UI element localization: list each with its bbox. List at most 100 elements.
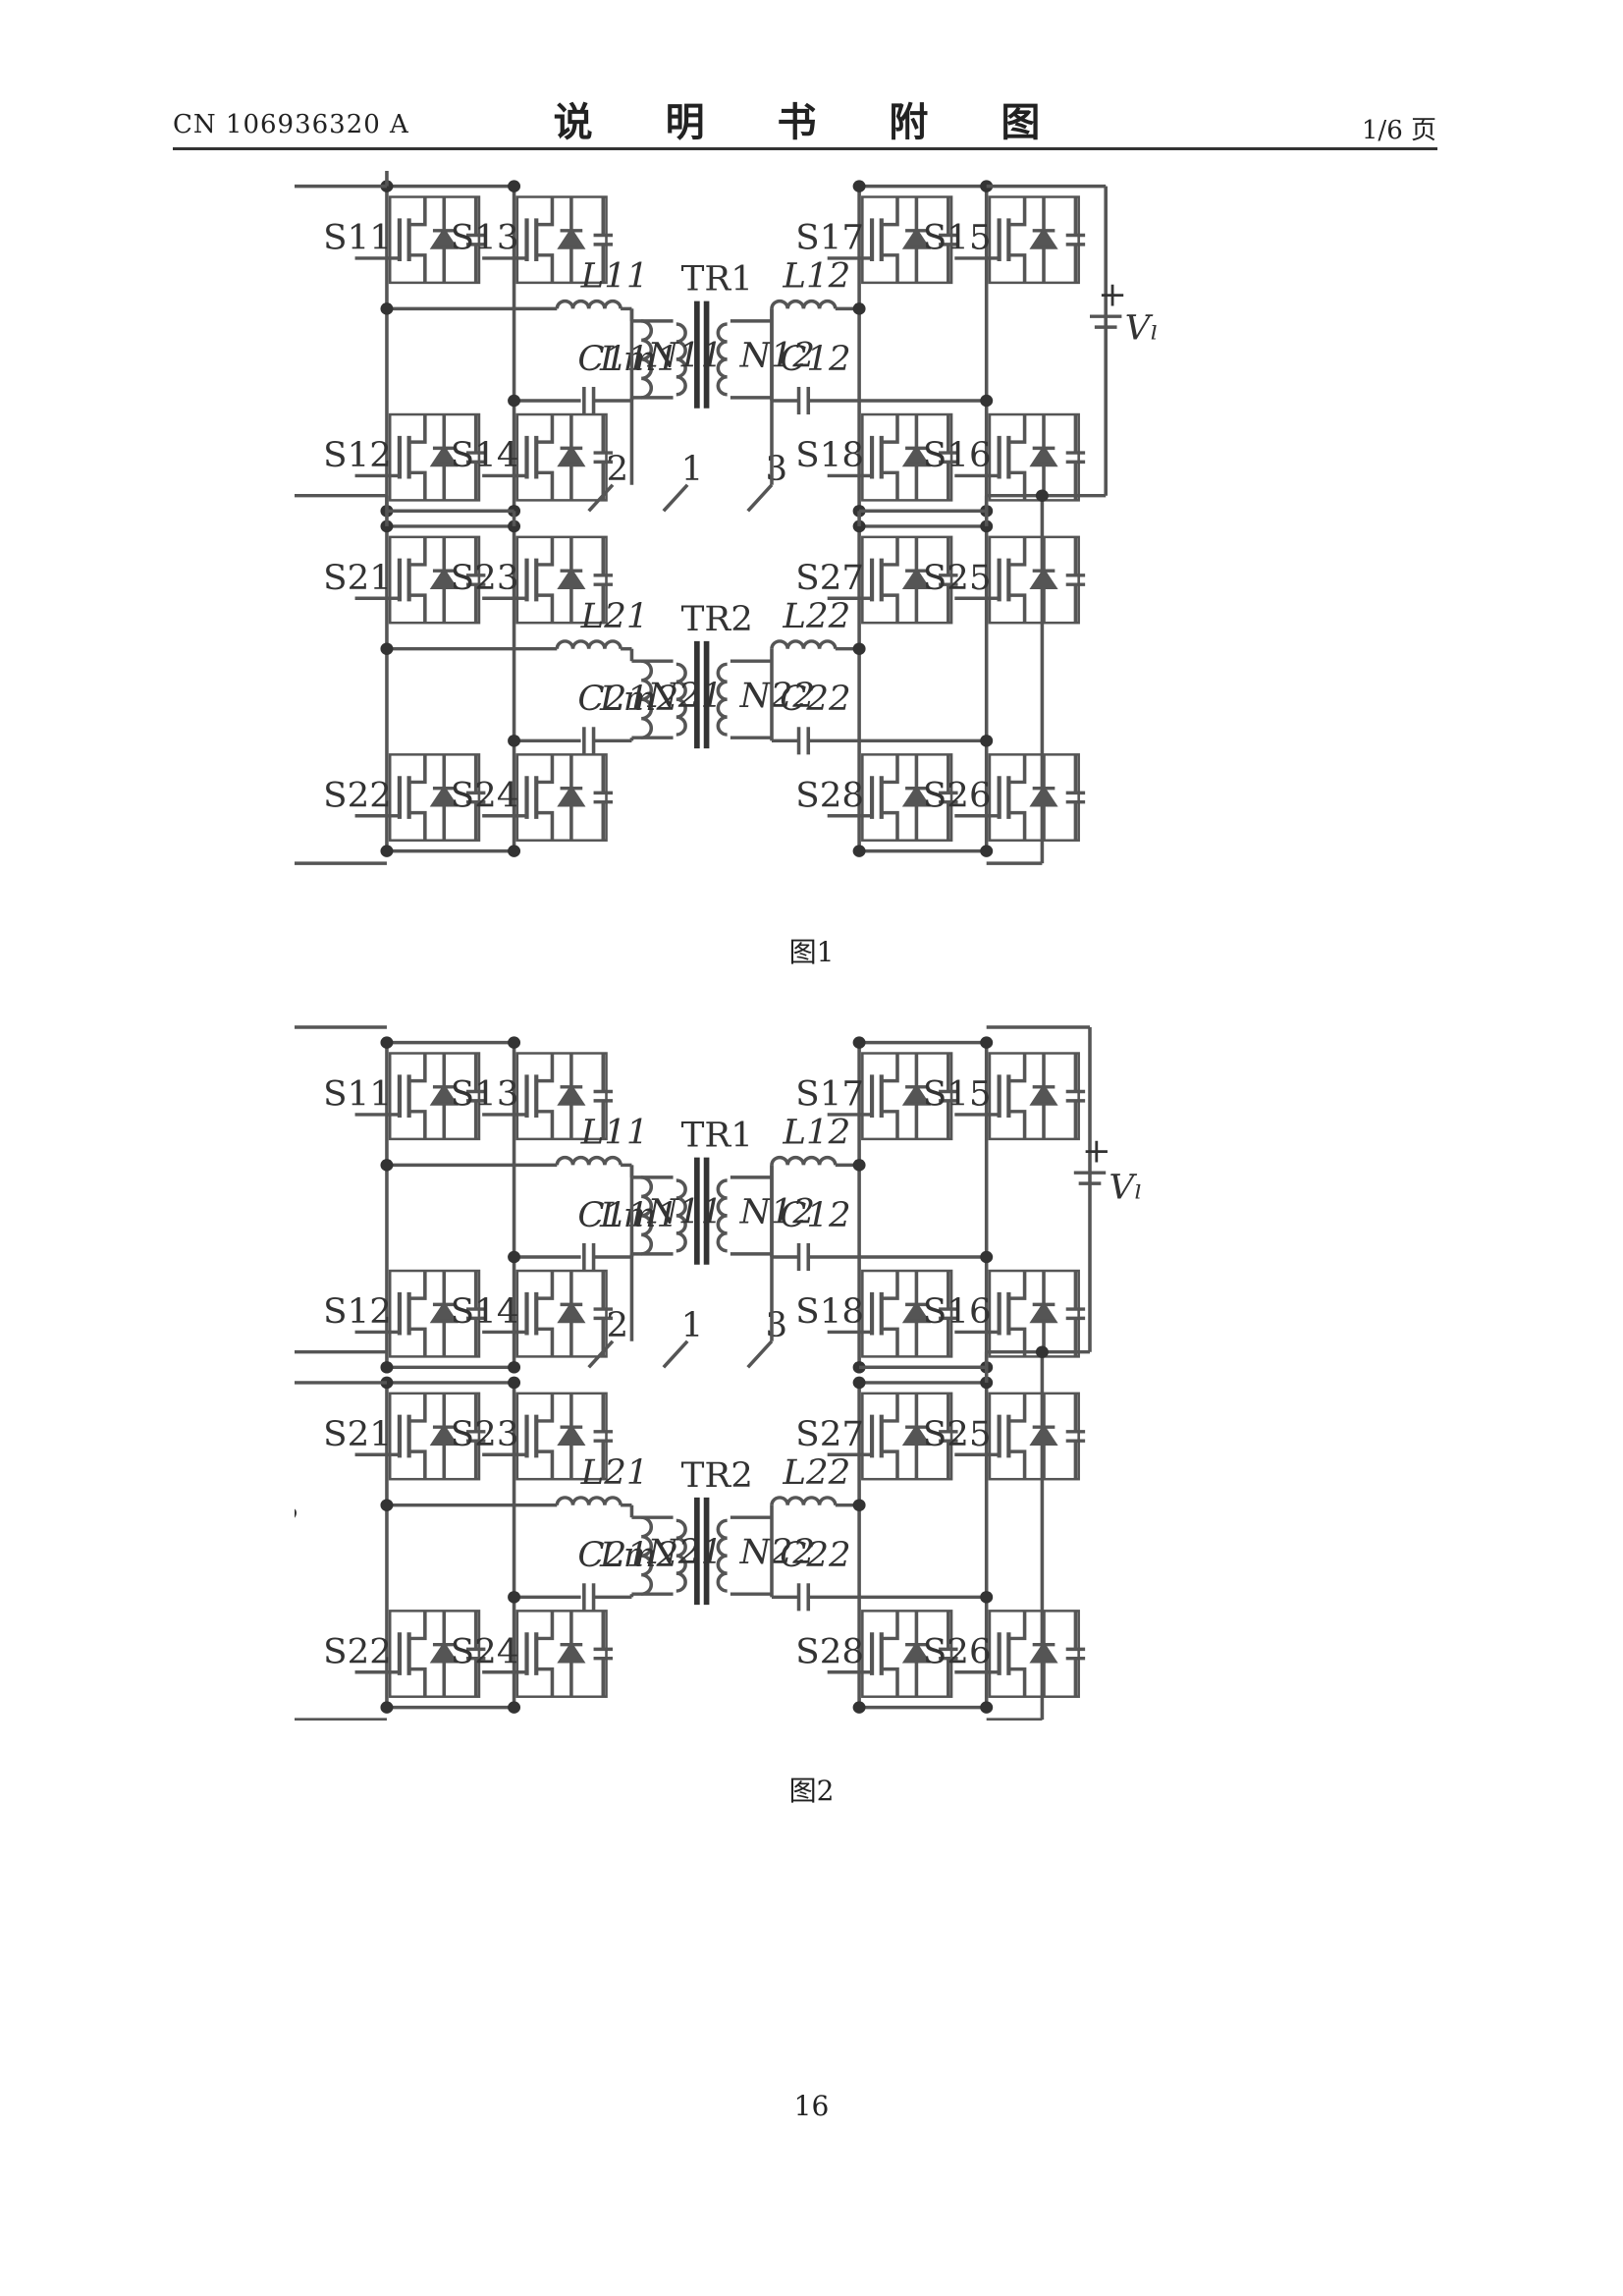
switch-label: S27	[795, 559, 864, 597]
switch-label: S13	[451, 1075, 519, 1114]
mosfet-switch	[354, 535, 486, 625]
junction-dot	[380, 1036, 394, 1049]
mosfet-switch	[354, 1392, 486, 1481]
load-plus: +	[1082, 1132, 1111, 1171]
mosfet-switch	[354, 195, 486, 285]
patent-number: CN 106936320 A	[173, 110, 409, 139]
callout-3: 3	[766, 451, 788, 489]
junction-dot	[508, 180, 521, 192]
winding-label: N12	[739, 1193, 816, 1231]
junction-dot	[508, 1361, 521, 1374]
mosfet-switch	[827, 1392, 958, 1481]
capacitor-label: C21	[577, 681, 649, 719]
inductor	[555, 1496, 622, 1505]
junction-dot	[508, 394, 521, 408]
inductor-label: L21	[580, 1453, 649, 1492]
switch-label: S15	[923, 219, 992, 257]
junction-dot	[380, 1376, 394, 1390]
section-title: 说 明 书 附 图	[553, 99, 1070, 145]
capacitor-label: C22	[780, 681, 851, 719]
switch-label: S24	[451, 1633, 519, 1671]
page-fraction: 1/6 页	[1361, 116, 1436, 145]
mosfet-switch	[482, 753, 614, 842]
capacitor-c1-label: C1	[295, 1135, 299, 1174]
page-number: 16	[793, 2090, 830, 2122]
winding	[716, 1518, 728, 1593]
junction-dot	[852, 1036, 866, 1049]
winding-label: N21	[647, 1534, 724, 1572]
mosfet-switch	[354, 1052, 486, 1141]
inductor-label: L12	[782, 257, 850, 296]
magnetizing-inductor-label: Lm1	[599, 1196, 678, 1234]
junction-dot	[508, 845, 521, 857]
inductor-label: L11	[580, 1114, 649, 1152]
switch-label: S13	[451, 219, 519, 257]
junction-dot	[980, 394, 994, 408]
transformer-label: TR1	[681, 1117, 753, 1155]
load-plus: +	[1098, 276, 1127, 314]
capacitor-label: C12	[780, 1196, 851, 1234]
switch-label: S27	[795, 1415, 864, 1453]
junction-dot	[508, 1591, 521, 1604]
callout-1: 1	[681, 451, 704, 489]
mosfet-switch	[827, 1269, 958, 1358]
inductor	[770, 1496, 838, 1505]
inductor-label: L22	[782, 1453, 850, 1492]
inductor-label: L22	[782, 597, 850, 635]
winding	[716, 1178, 728, 1253]
junction-dot	[508, 1701, 521, 1714]
inductor	[770, 1155, 838, 1166]
winding-label: N22	[739, 678, 816, 716]
junction-dot	[852, 845, 866, 857]
callout-2: 2	[607, 451, 629, 489]
mosfet-switch	[354, 753, 486, 842]
junction-dot	[852, 1376, 866, 1390]
junction-dot	[380, 1361, 394, 1374]
inductor	[770, 639, 838, 649]
switch-label: S17	[795, 1075, 864, 1114]
junction-dot	[1035, 489, 1049, 502]
callout-1: 1	[681, 1307, 704, 1345]
junction-dot	[852, 1361, 866, 1374]
mosfet-switch	[954, 195, 1086, 285]
winding-label: N11	[647, 1193, 724, 1231]
capacitor-c2-label: C2	[295, 1503, 299, 1541]
switch-label: S12	[323, 1293, 392, 1332]
inductor	[555, 299, 622, 309]
capacitor-label: C12	[780, 340, 851, 378]
switch-label: S24	[451, 777, 519, 815]
load-label: Vₗ	[1125, 309, 1159, 348]
junction-dot	[508, 1036, 521, 1049]
junction-dot	[508, 1376, 521, 1390]
mosfet-switch	[482, 1610, 614, 1698]
junction-dot	[508, 735, 521, 747]
junction-dot	[852, 642, 866, 655]
junction-dot	[980, 1701, 994, 1714]
switch-label: S26	[923, 1633, 992, 1671]
junction-dot	[980, 845, 994, 857]
junction-dot	[1035, 1345, 1049, 1358]
figure-2-caption: 图2	[788, 1775, 835, 1807]
mosfet-switch	[954, 412, 1086, 502]
capacitor-label: C22	[780, 1537, 851, 1575]
switch-label: S22	[323, 1633, 392, 1671]
switch-label: S25	[923, 559, 992, 597]
magnetizing-inductor-label: Lm2	[599, 681, 678, 719]
mosfet-switch	[954, 1052, 1086, 1141]
junction-dot	[852, 1701, 866, 1714]
magnetizing-inductor-label: Lm2	[599, 1537, 678, 1575]
mosfet-switch	[827, 1052, 958, 1141]
inductor	[770, 299, 838, 309]
junction-dot	[980, 735, 994, 747]
mosfet-switch	[827, 1610, 958, 1698]
switch-label: S23	[451, 559, 519, 597]
mosfet-switch	[954, 1269, 1086, 1358]
mosfet-switch	[827, 753, 958, 842]
junction-dot	[380, 845, 394, 857]
switch-label: S26	[923, 777, 992, 815]
mosfet-switch	[827, 412, 958, 502]
junction-dot	[852, 302, 866, 315]
load-label: Vₗ	[1109, 1169, 1142, 1207]
